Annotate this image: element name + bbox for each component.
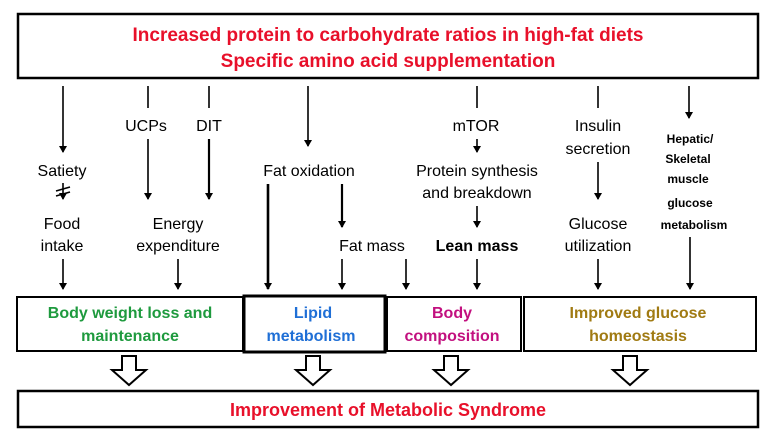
label-satiety: Satiety [38,163,87,180]
label-dit: DIT [196,118,222,135]
label-protein-synthesis-1: Protein synthesis [416,163,538,180]
outcome-box-body-weight [16,296,244,352]
label-fat-mass: Fat mass [339,238,405,255]
label-hepatic-3: muscle [667,172,709,186]
label-hepatic-2: Skeletal [665,152,710,166]
hollow-down-arrow-icon [109,355,149,387]
outcome-body-weight-line-2: maintenance [81,328,179,345]
label-glucose-metabolism-1: glucose [667,196,713,210]
outcome-box-lipid [242,294,387,354]
label-protein-synthesis-2: and breakdown [422,185,531,202]
header-line-1: Increased protein to carbohydrate ratios… [133,25,644,46]
label-fat-oxidation: Fat oxidation [263,163,355,180]
outcome-lipid-line-1: Lipid [294,305,332,322]
crossed-arrow-icon [55,183,71,200]
label-lean-mass: Lean mass [436,238,519,255]
outcome-body-composition-line-2: composition [404,328,499,345]
outcome-box-body-composition [386,296,522,352]
outcome-box-glucose-homeostasis [523,296,757,352]
label-glucose-utilization-1: Glucose [569,216,628,233]
hollow-down-arrow-icon [293,355,333,387]
label-insulin-secretion-1: Insulin [575,118,621,135]
footer-box [16,389,760,429]
label-mtor: mTOR [453,118,500,135]
outcome-body-composition-line-1: Body [432,305,472,322]
footer-text: Improvement of Metabolic Syndrome [230,400,546,420]
label-glucose-metabolism-2: metabolism [661,218,728,232]
label-food-intake-1: Food [44,216,80,233]
label-ucps: UCPs [125,118,167,135]
label-energy-expenditure-1: Energy [153,216,204,233]
hollow-down-arrow-icon [610,355,650,387]
hollow-down-arrow-icon [431,355,471,387]
outcome-glucose-line-1: Improved glucose [570,305,707,322]
label-hepatic-1: Hepatic/ [667,132,714,146]
header-line-2: Specific amino acid supplementation [221,51,556,72]
outcome-body-weight-line-1: Body weight loss and [48,305,212,322]
label-glucose-utilization-2: utilization [565,238,632,255]
label-food-intake-2: intake [41,238,84,255]
label-energy-expenditure-2: expenditure [136,238,220,255]
label-insulin-secretion-2: secretion [566,141,631,158]
header-box [16,12,760,80]
outcome-lipid-line-2: metabolism [267,328,356,345]
outcome-glucose-line-2: homeostasis [589,328,687,345]
